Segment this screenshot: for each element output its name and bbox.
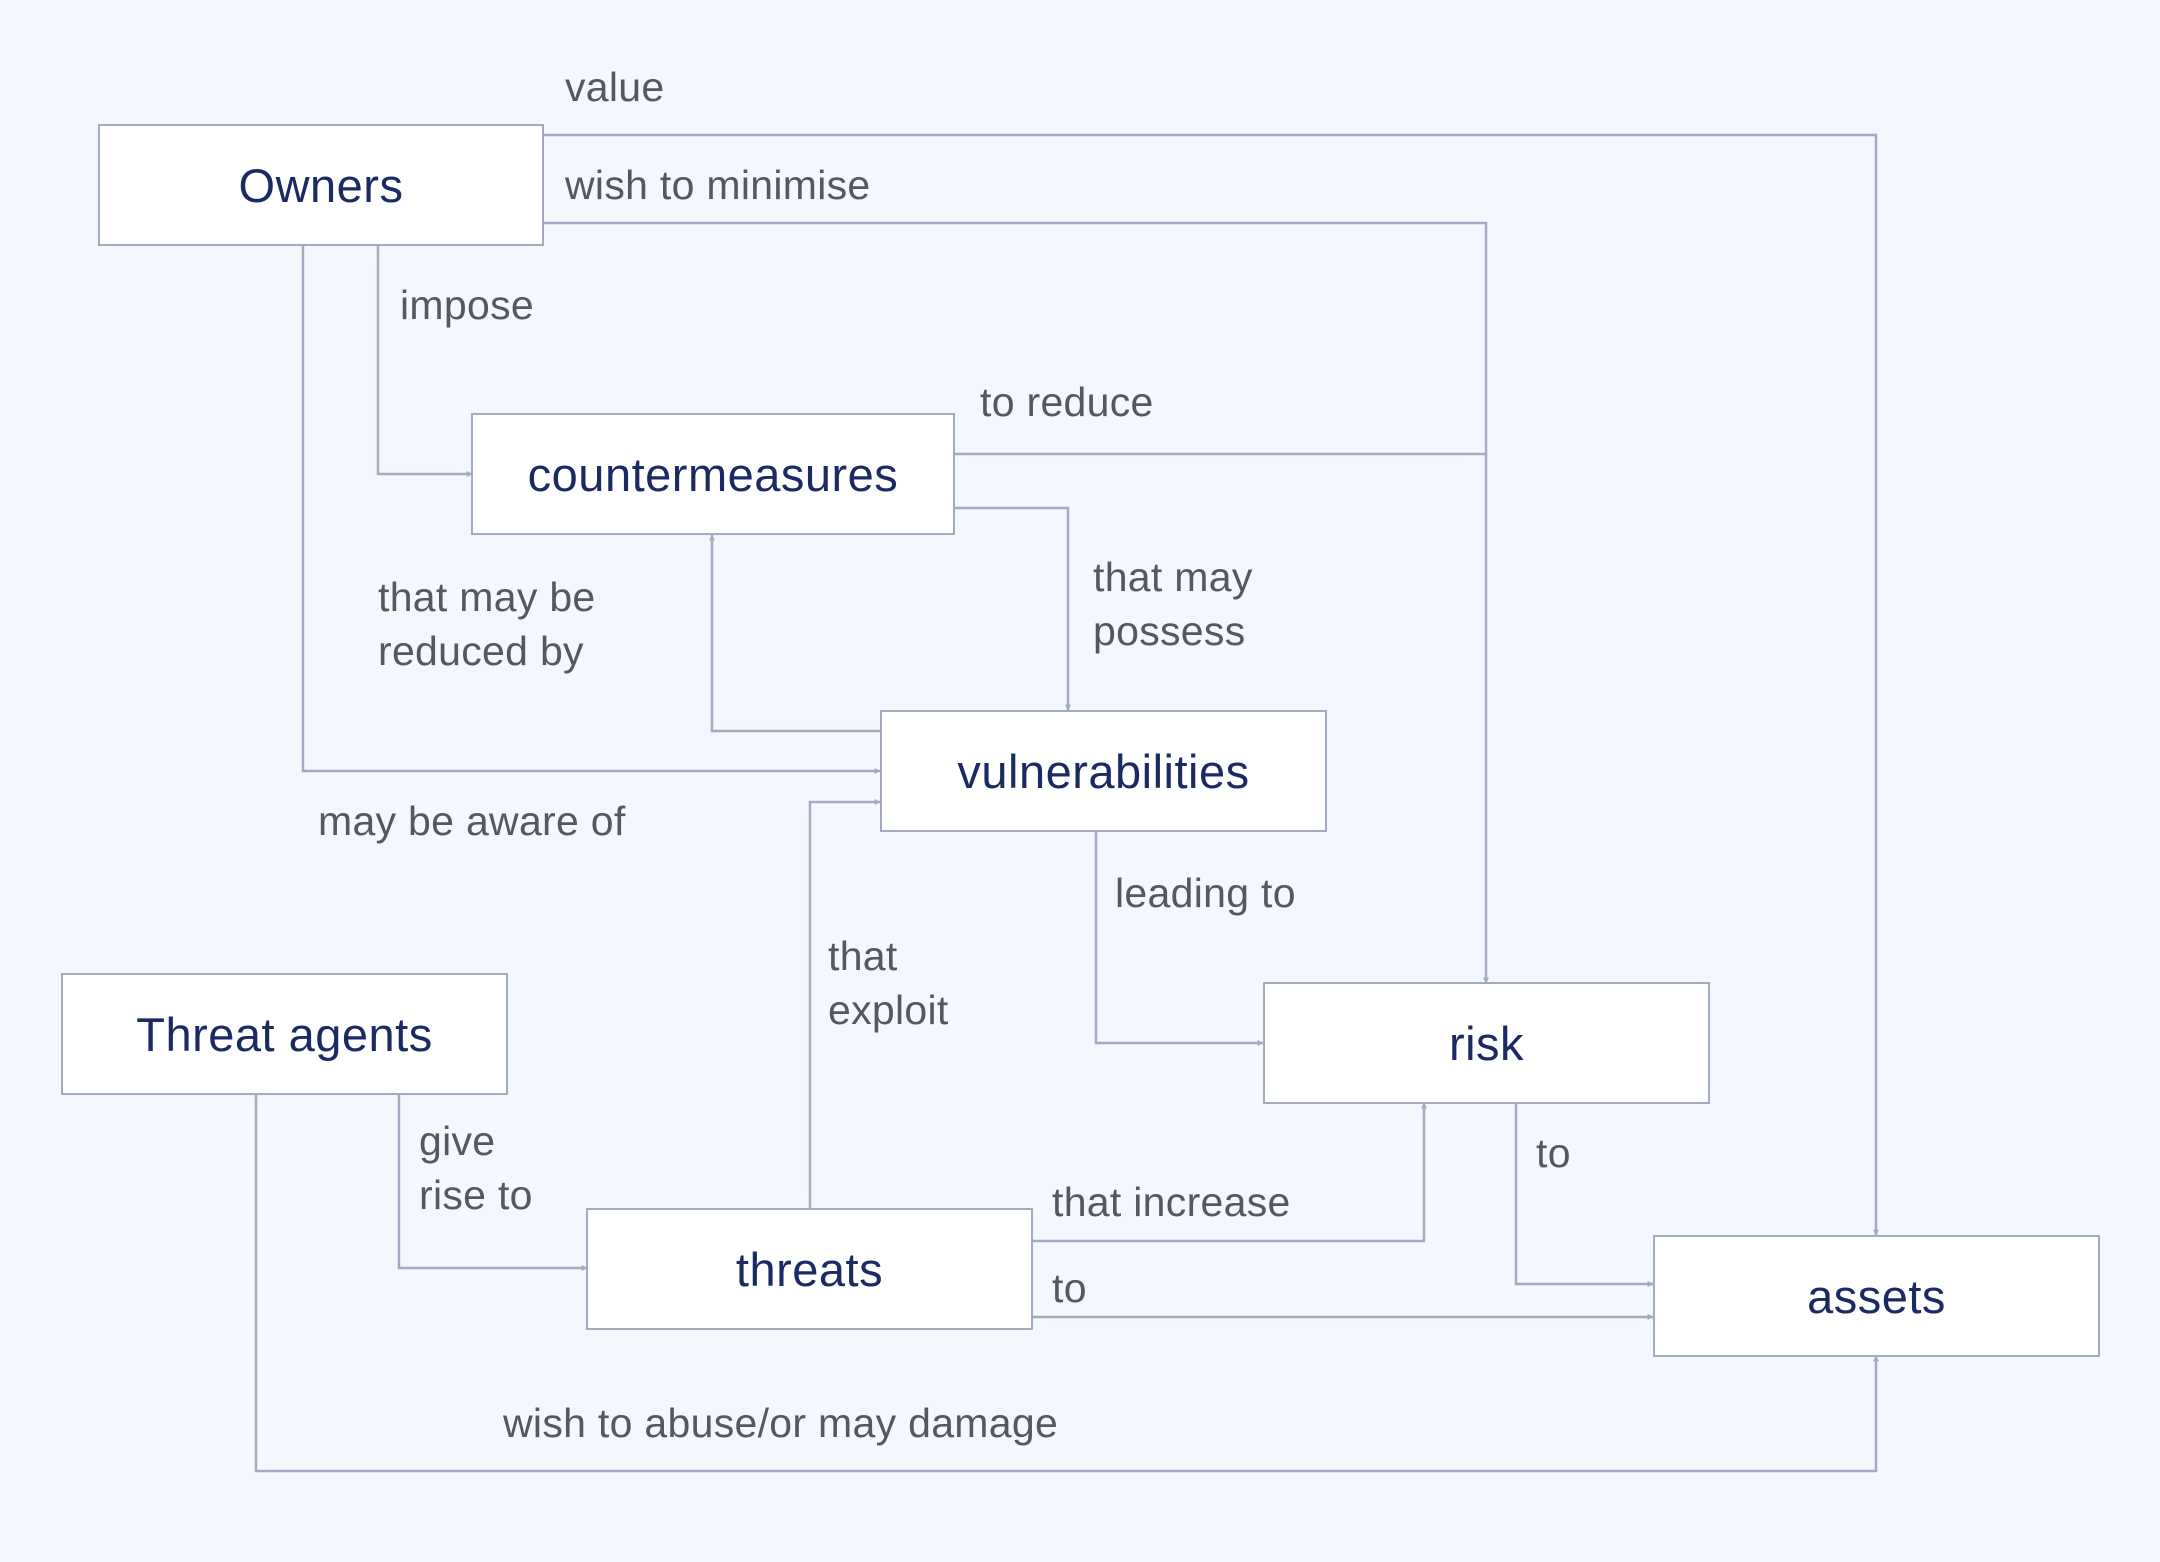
edge-countermeasures-possess-vulnerabilities <box>954 506 1071 711</box>
label-that-increase: that increase <box>1052 1179 1291 1225</box>
countermeasures-node: countermeasures <box>471 413 955 535</box>
label-that-may-be-reduced-by: that may be reduced by <box>378 574 596 674</box>
edge-agents-abuse-assets <box>254 1094 1879 1473</box>
assets-node: assets <box>1653 1235 2100 1357</box>
edge-owners-minimise-risk <box>543 221 1489 984</box>
threats-label: threats <box>735 1242 884 1296</box>
label-leading-to: leading to <box>1115 870 1296 916</box>
edge-vulnerabilities-reduced-by-countermeasures <box>709 534 880 733</box>
risk-label: risk <box>1448 1016 1525 1070</box>
threat-agents-label: Threat agents <box>136 1007 433 1061</box>
label-to-reduce: to reduce <box>980 379 1154 425</box>
label-that-may-possess: that may possess <box>1093 554 1253 654</box>
edge-agents-give-rise-threats <box>397 1094 588 1271</box>
edge-threats-exploit-vulnerabilities <box>808 799 881 1209</box>
edge-owners-impose-countermeasures <box>376 246 473 477</box>
threat-agents-node: Threat agents <box>61 973 508 1095</box>
label-wish-to-abuse: wish to abuse/or may damage <box>503 1400 1059 1446</box>
label-that-exploit: that exploit <box>828 933 949 1033</box>
edge-owners-aware-vulnerabilities <box>301 246 881 774</box>
edge-owners-value-assets <box>543 133 1879 1236</box>
edge-risk-to-assets <box>1514 1103 1654 1287</box>
risk-node: risk <box>1263 982 1710 1104</box>
label-give-rise-to: give rise to <box>419 1118 533 1218</box>
label-wish-to-minimise: wish to minimise <box>565 162 871 208</box>
vulnerabilities-label: vulnerabilities <box>957 744 1250 798</box>
edge-vulnerabilities-leading-risk <box>1094 831 1264 1046</box>
edge-threats-increase-risk <box>1032 1102 1427 1243</box>
label-value: value <box>565 64 665 110</box>
label-threats-to: to <box>1052 1265 1087 1311</box>
label-risk-to: to <box>1536 1130 1571 1176</box>
assets-label: assets <box>1807 1269 1946 1323</box>
label-may-be-aware-of: may be aware of <box>318 798 626 844</box>
threats-node: threats <box>586 1208 1033 1330</box>
owners-label: Owners <box>238 158 404 212</box>
countermeasures-label: countermeasures <box>527 447 899 501</box>
owners-node: Owners <box>98 124 544 246</box>
vulnerabilities-node: vulnerabilities <box>880 710 1327 832</box>
label-impose: impose <box>400 282 534 328</box>
